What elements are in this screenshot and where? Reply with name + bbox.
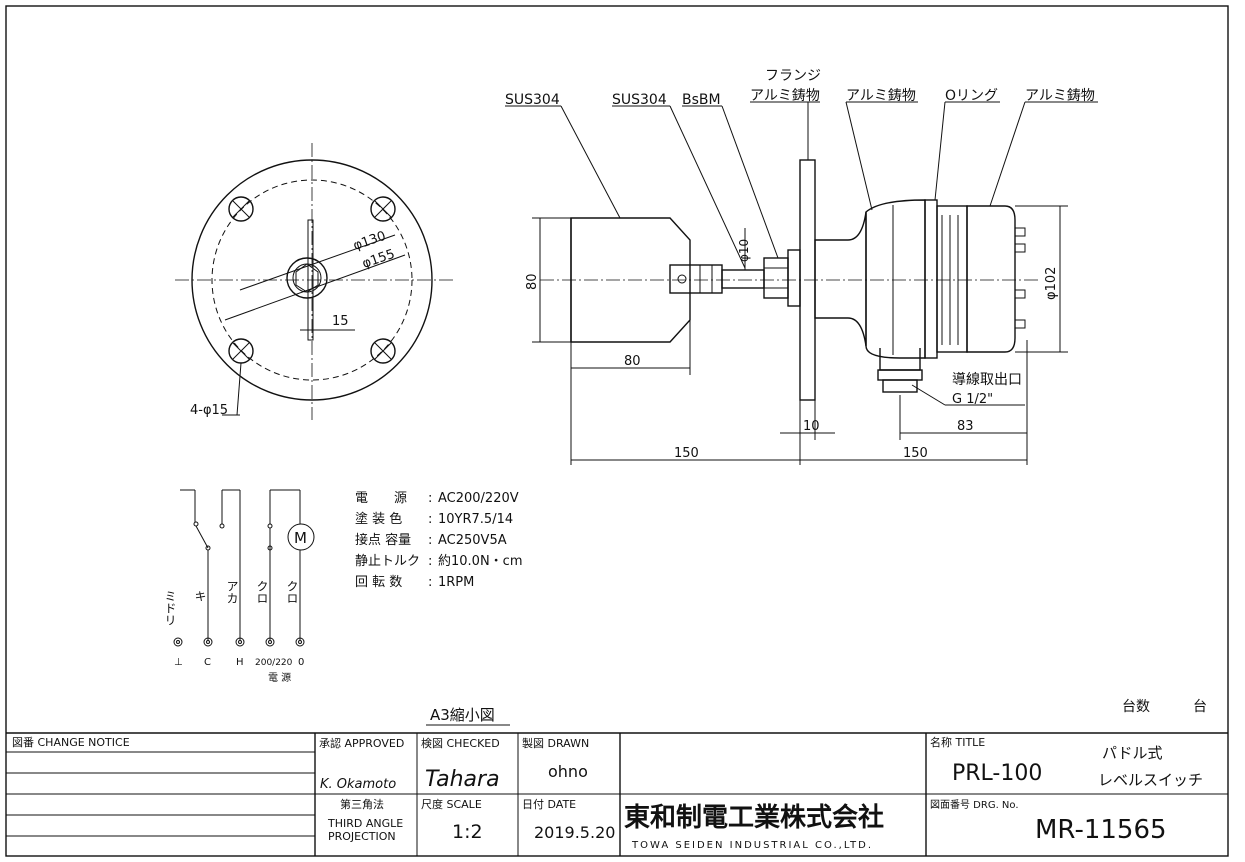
- label-sus304-a: SUS304: [505, 92, 560, 108]
- terminal-h: H: [236, 657, 244, 668]
- dim-15: 15: [332, 314, 349, 329]
- drg-number: MR-11565: [1035, 815, 1167, 845]
- wire-label-green: ミドリ: [163, 590, 177, 626]
- date-value: 2019.5.20: [534, 823, 615, 842]
- dim-d10: φ10: [737, 239, 751, 262]
- qty-label: 台数: [1122, 699, 1150, 715]
- spec-value-0: AC200/220V: [438, 491, 519, 506]
- motor-symbol: [287, 523, 315, 551]
- projection-label: 第三角法: [340, 797, 384, 811]
- product-name-line-2: レベルスイッチ: [1098, 771, 1203, 789]
- scale-value: 1:2: [452, 821, 483, 843]
- title-label: 名称 TITLE: [930, 735, 985, 749]
- approved-signature: K. Okamoto: [320, 777, 396, 792]
- dim-t10: 10: [803, 419, 820, 434]
- terminal-0: 0: [298, 657, 304, 668]
- side-dimensions: 80 80 φ10 10 83 150 150 φ102 導線取出口 G 1/2…: [525, 205, 1068, 465]
- projection-value-2: PROJECTION: [328, 830, 396, 843]
- spec-label-0: 電 源: [355, 491, 407, 506]
- wiring-diagram: M ミドリ キ アカ クロ クロ ⊥ C H 200/220 0 電 源: [163, 489, 315, 684]
- drawn-label: 製図 DRAWN: [522, 736, 589, 750]
- wire-label-black-1: クロ: [255, 580, 269, 604]
- material-labels: SUS304 SUS304 BsBM フランジ アルミ鋳物 アルミ鋳物 Oリング…: [505, 68, 1098, 269]
- a3-note: A3縮小図: [430, 706, 495, 724]
- svg-text::: :: [428, 575, 432, 590]
- housing-body: [865, 199, 926, 359]
- dim-l150-right: 150: [903, 446, 928, 461]
- dim-l150-left: 150: [674, 446, 699, 461]
- spec-value-1: 10YR7.5/14: [438, 512, 513, 527]
- label-cap-material: アルミ鋳物: [1025, 87, 1095, 104]
- spec-label-2: 接点 容量: [355, 532, 411, 548]
- drawn-name: ohno: [548, 762, 588, 781]
- terminal-c: C: [204, 657, 211, 668]
- spec-label-4: 回 転 数: [355, 575, 402, 590]
- label-neck-material: アルミ鋳物: [846, 87, 916, 104]
- scale-label: 尺度 SCALE: [421, 797, 482, 811]
- qty-unit: 台: [1193, 699, 1207, 715]
- terminal-earth: ⊥: [174, 657, 183, 668]
- spec-value-2: AC250V5A: [438, 533, 507, 548]
- checked-name: Tahara: [425, 767, 500, 792]
- spec-value-4: 1RPM: [438, 575, 474, 590]
- wire-label-yellow: キ: [193, 590, 207, 602]
- dim-d102: φ102: [1044, 267, 1059, 300]
- power-label: 電 源: [268, 671, 291, 684]
- approved-label: 承認 APPROVED: [319, 736, 404, 750]
- projection-value-1: THIRD ANGLE: [327, 817, 403, 830]
- company-name-en: TOWA SEIDEN INDUSTRIAL CO.,LTD.: [631, 840, 873, 851]
- label-thread: G 1/2": [952, 392, 993, 407]
- dim-h80: 80: [525, 273, 540, 290]
- svg-text::: :: [428, 512, 432, 527]
- title-block: 図番 CHANGE NOTICE 承認 APPROVED 検図 CHECKED …: [6, 732, 1228, 856]
- dim-d155: φ155: [360, 247, 396, 272]
- change-notice-label: 図番 CHANGE NOTICE: [12, 736, 130, 749]
- model-name: PRL-100: [952, 761, 1042, 786]
- date-label: 日付 DATE: [522, 798, 576, 811]
- label-flange-material: アルミ鋳物: [750, 87, 820, 104]
- paddle-blade: [307, 219, 314, 341]
- checked-label: 検図 CHECKED: [421, 736, 500, 750]
- dim-w80: 80: [624, 354, 641, 369]
- label-sus304-b: SUS304: [612, 92, 667, 108]
- wire-label-black-2: クロ: [285, 580, 299, 604]
- housing-cap: [966, 205, 1016, 353]
- label-bsbm: BsBM: [682, 92, 721, 108]
- terminals: [173, 637, 305, 647]
- spec-label-1: 塗 装 色: [355, 511, 402, 527]
- svg-text::: :: [428, 491, 432, 506]
- label-o-ring: Oリング: [945, 88, 998, 104]
- spec-value-3: 約10.0N・cm: [438, 554, 522, 569]
- terminal-200-220: 200/220: [255, 658, 293, 668]
- label-cable-outlet: 導線取出口: [952, 372, 1022, 388]
- wire-label-red: アカ: [225, 580, 239, 604]
- product-name-line-1: パドル式: [1102, 744, 1162, 762]
- company-name-jp: 東和制電工業株式会社: [624, 802, 884, 833]
- dim-c83: 83: [957, 419, 974, 434]
- svg-text::: :: [428, 554, 432, 569]
- label-flange: フランジ: [765, 68, 821, 84]
- dim-holes: 4-φ15: [190, 403, 228, 418]
- front-view: φ130 φ155 15 4-φ15: [175, 143, 455, 420]
- bolt-holes: [228, 196, 396, 364]
- svg-text::: :: [428, 533, 432, 548]
- side-view: [540, 159, 1040, 401]
- specifications: 電 源 : AC200/220V 塗 装 色 : 10YR7.5/14 接点 容…: [355, 491, 522, 590]
- sheet-border: [5, 5, 1229, 857]
- motor-label: M: [294, 529, 307, 547]
- drg-label: 図面番号 DRG. No.: [930, 799, 1019, 811]
- spec-label-3: 静止トルク: [355, 554, 420, 569]
